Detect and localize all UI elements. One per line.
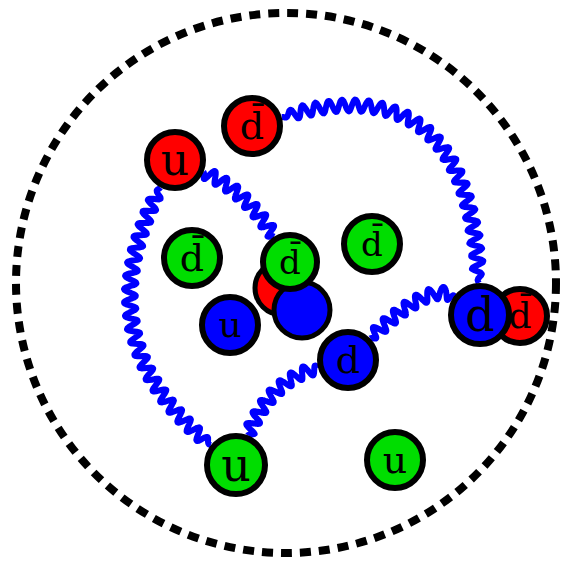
quark-circle: u	[204, 433, 268, 497]
quark-label: d̄	[240, 107, 264, 145]
quark-label: d̄	[180, 239, 204, 277]
quark-label: u	[218, 307, 241, 343]
quark-label: d̄	[279, 245, 301, 279]
quark-circle: u	[144, 129, 206, 191]
gluon-line	[204, 171, 275, 237]
quark-label: d	[336, 341, 360, 379]
hadron-boundary	[16, 13, 556, 553]
quark-label: d	[465, 292, 494, 338]
quark-label: d̄	[361, 227, 383, 261]
quark-label: u	[161, 138, 189, 182]
quark-circle: d	[317, 329, 379, 391]
quark-label: u	[383, 441, 407, 479]
quark-circle: d̄	[260, 232, 320, 292]
quark-circle: u	[199, 294, 261, 356]
quark-circle: d̄	[341, 213, 403, 275]
quark-label: u	[221, 442, 251, 488]
quark-circle: d̄	[221, 95, 283, 157]
gluon-line	[246, 366, 318, 436]
gluon-line	[124, 187, 211, 445]
gluon-line	[370, 287, 454, 339]
quark-circle: d	[448, 283, 512, 347]
quark-circle: d̄	[161, 227, 223, 289]
quark-circle: u	[364, 429, 426, 491]
